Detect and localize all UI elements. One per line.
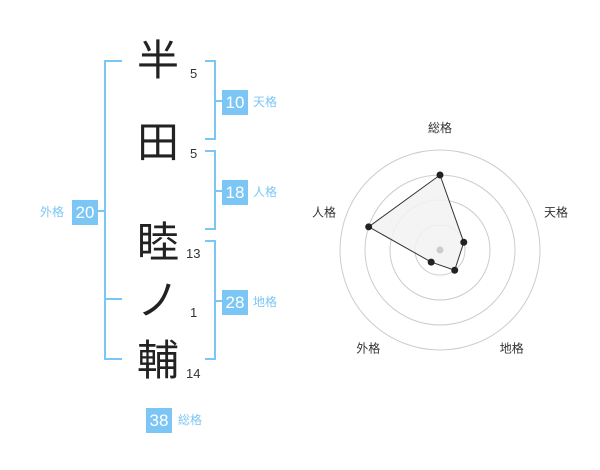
tenkaku-value-box: 10 xyxy=(222,90,248,115)
gaikaku-connector xyxy=(98,210,106,212)
stroke-count-4: 1 xyxy=(190,305,198,320)
gaikaku-inner-tick xyxy=(104,298,122,300)
stroke-count-1: 5 xyxy=(190,66,198,81)
radar-point-2 xyxy=(460,238,468,246)
soukaku-value-box: 38 xyxy=(146,408,172,433)
jinkaku-value-box: 18 xyxy=(222,180,248,205)
gaikaku-label: 外格 xyxy=(40,205,65,219)
jinkaku-connector xyxy=(214,190,222,192)
stroke-count-2: 5 xyxy=(190,146,198,161)
jinkaku-label: 人格 xyxy=(253,185,278,199)
radar-point-5 xyxy=(365,223,373,231)
name-char-2: 田 xyxy=(136,118,179,167)
tenkaku-label: 天格 xyxy=(253,95,278,109)
radar-axis-label-2: 天格 xyxy=(544,204,568,219)
name-char-3: 睦 xyxy=(136,218,179,267)
radar-axis-label-1: 総格 xyxy=(428,120,452,135)
radar-series-polygon xyxy=(367,174,465,271)
chikaku-value-box: 28 xyxy=(222,290,248,315)
radar-axis-label-3: 地格 xyxy=(500,341,524,356)
chikaku-connector xyxy=(214,300,222,302)
radar-ring-4 xyxy=(339,149,541,351)
radar-point-3 xyxy=(451,266,459,274)
gaikaku-value-box: 20 xyxy=(72,200,98,225)
radar-point-1 xyxy=(436,171,444,179)
tenkaku-connector xyxy=(214,100,222,102)
stroke-count-5: 14 xyxy=(186,366,201,381)
stroke-count-3: 13 xyxy=(186,246,201,261)
name-char-1: 半 xyxy=(136,36,179,85)
soukaku-label: 総格 xyxy=(178,413,203,427)
radar-point-4 xyxy=(427,258,435,266)
chikaku-label: 地格 xyxy=(253,295,278,309)
radar-axis-label-5: 人格 xyxy=(312,204,336,219)
radar-axis-label-4: 外格 xyxy=(356,341,380,356)
name-char-5: 輔 xyxy=(136,336,179,385)
name-char-4: ノ xyxy=(136,276,179,325)
radar-center-dot xyxy=(436,246,444,254)
